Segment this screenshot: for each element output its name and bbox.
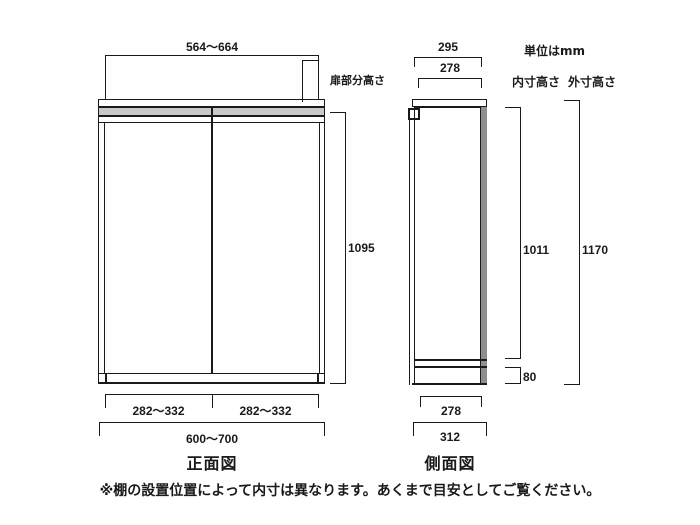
- dim-doorwidth-right-bar: [212, 394, 319, 395]
- side-door-inner-line: [414, 112, 415, 385]
- hinge-icon-top-arm: [408, 108, 420, 110]
- side-back-panel-left-line: [480, 107, 481, 385]
- dim-80-top-tick: [505, 367, 521, 368]
- side-plinth-top-line: [414, 359, 487, 361]
- outer-height-annotation: 外寸高さ: [568, 75, 617, 89]
- side-view-label: 側面図: [424, 454, 476, 473]
- dim-1095-top-tick: [330, 112, 346, 113]
- hinge-icon-bottom-arm: [408, 118, 420, 120]
- dim-inner-height-label: 1011: [523, 243, 550, 257]
- dim-1170-bar: [579, 100, 580, 385]
- dim-right-door-width-label: 282〜332: [239, 404, 292, 418]
- front-left-stile: [104, 123, 105, 373]
- side-door-outer-line: [409, 118, 410, 385]
- side-back-panel: [481, 107, 487, 385]
- hinge-icon-right-edge: [418, 108, 420, 120]
- dim-312-bar: [413, 422, 487, 423]
- dim-295-right-tick: [481, 57, 482, 67]
- side-plinth-mid-line: [414, 366, 487, 368]
- dim-1095-bar: [345, 112, 346, 384]
- front-plinth-left-foot: [105, 374, 107, 383]
- dim-top-width-bar: [105, 55, 319, 56]
- dim-1011-bottom-tick: [505, 358, 521, 359]
- dim-312-left-tick: [413, 422, 414, 436]
- dim-total-width-left-tick: [99, 422, 100, 436]
- front-view-label: 正面図: [186, 454, 238, 473]
- dim-278-bot-right-tick: [481, 396, 482, 407]
- door-height-leader-top: [302, 60, 318, 61]
- front-right-stile: [319, 123, 320, 373]
- dim-278-top-bar: [418, 78, 482, 79]
- dim-outer-height-label: 1170: [582, 243, 609, 257]
- dim-278-bot-bar: [420, 396, 482, 397]
- dim-80-bottom-tick: [505, 383, 521, 384]
- dim-total-width-label: 600〜700: [185, 432, 239, 446]
- dim-top-depth-outer-label: 295: [437, 40, 459, 54]
- dim-bottom-depth-outer-label: 312: [439, 430, 461, 444]
- front-plinth-right-foot: [317, 374, 319, 383]
- dim-278-bot-left-tick: [420, 396, 421, 407]
- dim-top-width-right-tick: [318, 55, 319, 103]
- dim-top-depth-inner-label: 278: [439, 61, 461, 75]
- dim-total-width-bar: [99, 422, 325, 423]
- dim-total-width-right-tick: [324, 422, 325, 436]
- front-plinth-bottom-line: [98, 382, 325, 384]
- side-top-panel: [412, 99, 487, 107]
- front-door-height-annotation: 扉部分高さ: [330, 74, 385, 87]
- dim-278-top-right-tick: [481, 78, 482, 88]
- dim-278-top-left-tick: [418, 78, 419, 88]
- dim-295-left-tick: [414, 57, 415, 67]
- dim-doorwidth-left-tick: [105, 394, 106, 408]
- dim-left-door-width-label: 282〜332: [132, 404, 185, 418]
- dim-top-width-left-tick: [105, 55, 106, 103]
- dim-80-bar: [520, 367, 521, 384]
- side-plinth-bottom-line: [412, 383, 487, 385]
- dim-1095-bottom-tick: [330, 383, 346, 384]
- dim-1011-top-tick: [505, 107, 521, 108]
- dim-door-height-label: 1095: [348, 241, 375, 255]
- inner-height-annotation: 内寸高さ: [512, 75, 561, 89]
- dim-1170-top-tick: [564, 100, 580, 101]
- hinge-icon-vertical: [408, 108, 410, 120]
- dim-doorwidth-right-tick: [318, 394, 319, 408]
- dim-312-right-tick: [486, 422, 487, 436]
- dim-1011-bar: [520, 107, 521, 359]
- dim-bottom-depth-inner-label: 278: [440, 404, 462, 418]
- dim-295-bar: [414, 57, 482, 58]
- front-door-divider: [211, 107, 213, 373]
- unit-note: 単位はmm: [524, 44, 586, 58]
- dim-1170-bottom-tick: [564, 384, 580, 385]
- dim-top-inner-width-label: 564〜664: [185, 40, 239, 54]
- dim-doorwidth-mid-tick: [212, 394, 213, 408]
- dim-doorwidth-left-bar: [105, 394, 212, 395]
- dim-base-height-label: 80: [523, 370, 537, 384]
- door-height-leader-vert: [302, 60, 303, 102]
- side-cabinet-body: [414, 107, 487, 385]
- bottom-note: ※棚の設置位置によって内寸は異なります。あくまで目安としてご覧ください。: [99, 483, 601, 499]
